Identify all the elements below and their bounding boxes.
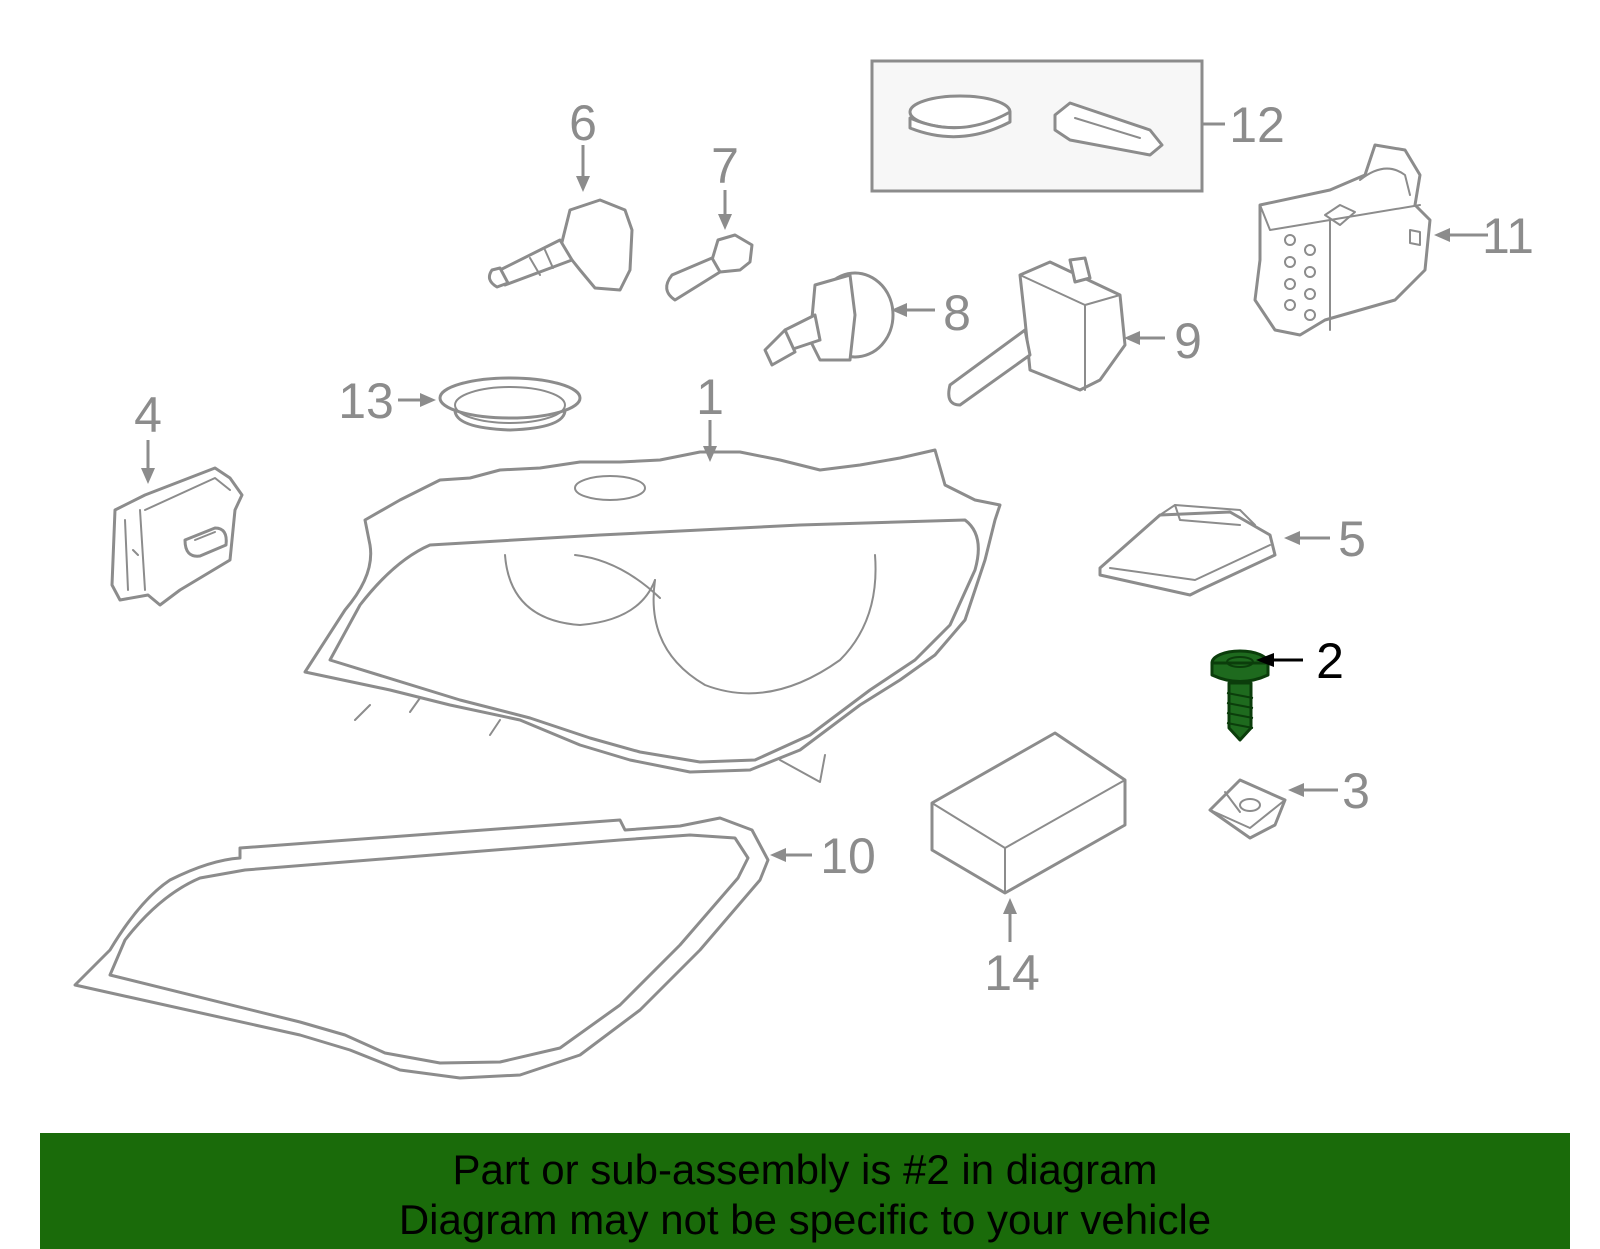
callout-1[interactable]: 1: [696, 369, 724, 425]
callout-12[interactable]: 12: [1229, 97, 1285, 153]
info-banner: Part or sub-assembly is #2 in diagram Di…: [40, 1133, 1570, 1249]
part-3-clip-nut[interactable]: [1208, 778, 1287, 840]
callout-6[interactable]: 6: [569, 95, 597, 151]
callout-10[interactable]: 10: [820, 828, 876, 884]
part-8-bulb-socket[interactable]: [763, 271, 895, 367]
part-11-bracket[interactable]: [1253, 143, 1432, 337]
part-1-headlight-assembly[interactable]: [303, 448, 1002, 783]
part-12-kit[interactable]: [870, 59, 1204, 193]
part-5-ballast[interactable]: [1098, 504, 1277, 597]
callout-14[interactable]: 14: [984, 945, 1040, 1001]
callout-5[interactable]: 5: [1338, 511, 1366, 567]
part-10-lens[interactable]: [73, 816, 770, 1080]
part-14-module[interactable]: [930, 731, 1127, 895]
callout-13[interactable]: 13: [338, 373, 394, 429]
callout-7[interactable]: 7: [711, 138, 739, 194]
part-9-igniter[interactable]: [947, 256, 1127, 407]
callout-labels: 1 2 3 4 5 6 7 8 9 10 11 12 13 14: [134, 95, 1534, 1001]
callout-4[interactable]: 4: [134, 387, 162, 443]
leader-lines: [141, 122, 1488, 942]
callout-8[interactable]: 8: [943, 285, 971, 341]
banner-part-info: Part or sub-assembly is #2 in diagram: [452, 1146, 1158, 1193]
part-7-bulb[interactable]: [665, 233, 754, 302]
callout-11[interactable]: 11: [1482, 208, 1534, 264]
callout-2[interactable]: 2: [1316, 633, 1344, 689]
part-13-seal[interactable]: [438, 376, 582, 432]
callout-3[interactable]: 3: [1342, 763, 1370, 819]
part-4-control-module[interactable]: [110, 466, 244, 607]
banner-disclaimer: Diagram may not be specific to your vehi…: [398, 1196, 1212, 1243]
callout-9[interactable]: 9: [1174, 313, 1202, 369]
part-6-bulb[interactable]: [487, 198, 634, 292]
part-2-screw[interactable]: [1210, 649, 1270, 742]
